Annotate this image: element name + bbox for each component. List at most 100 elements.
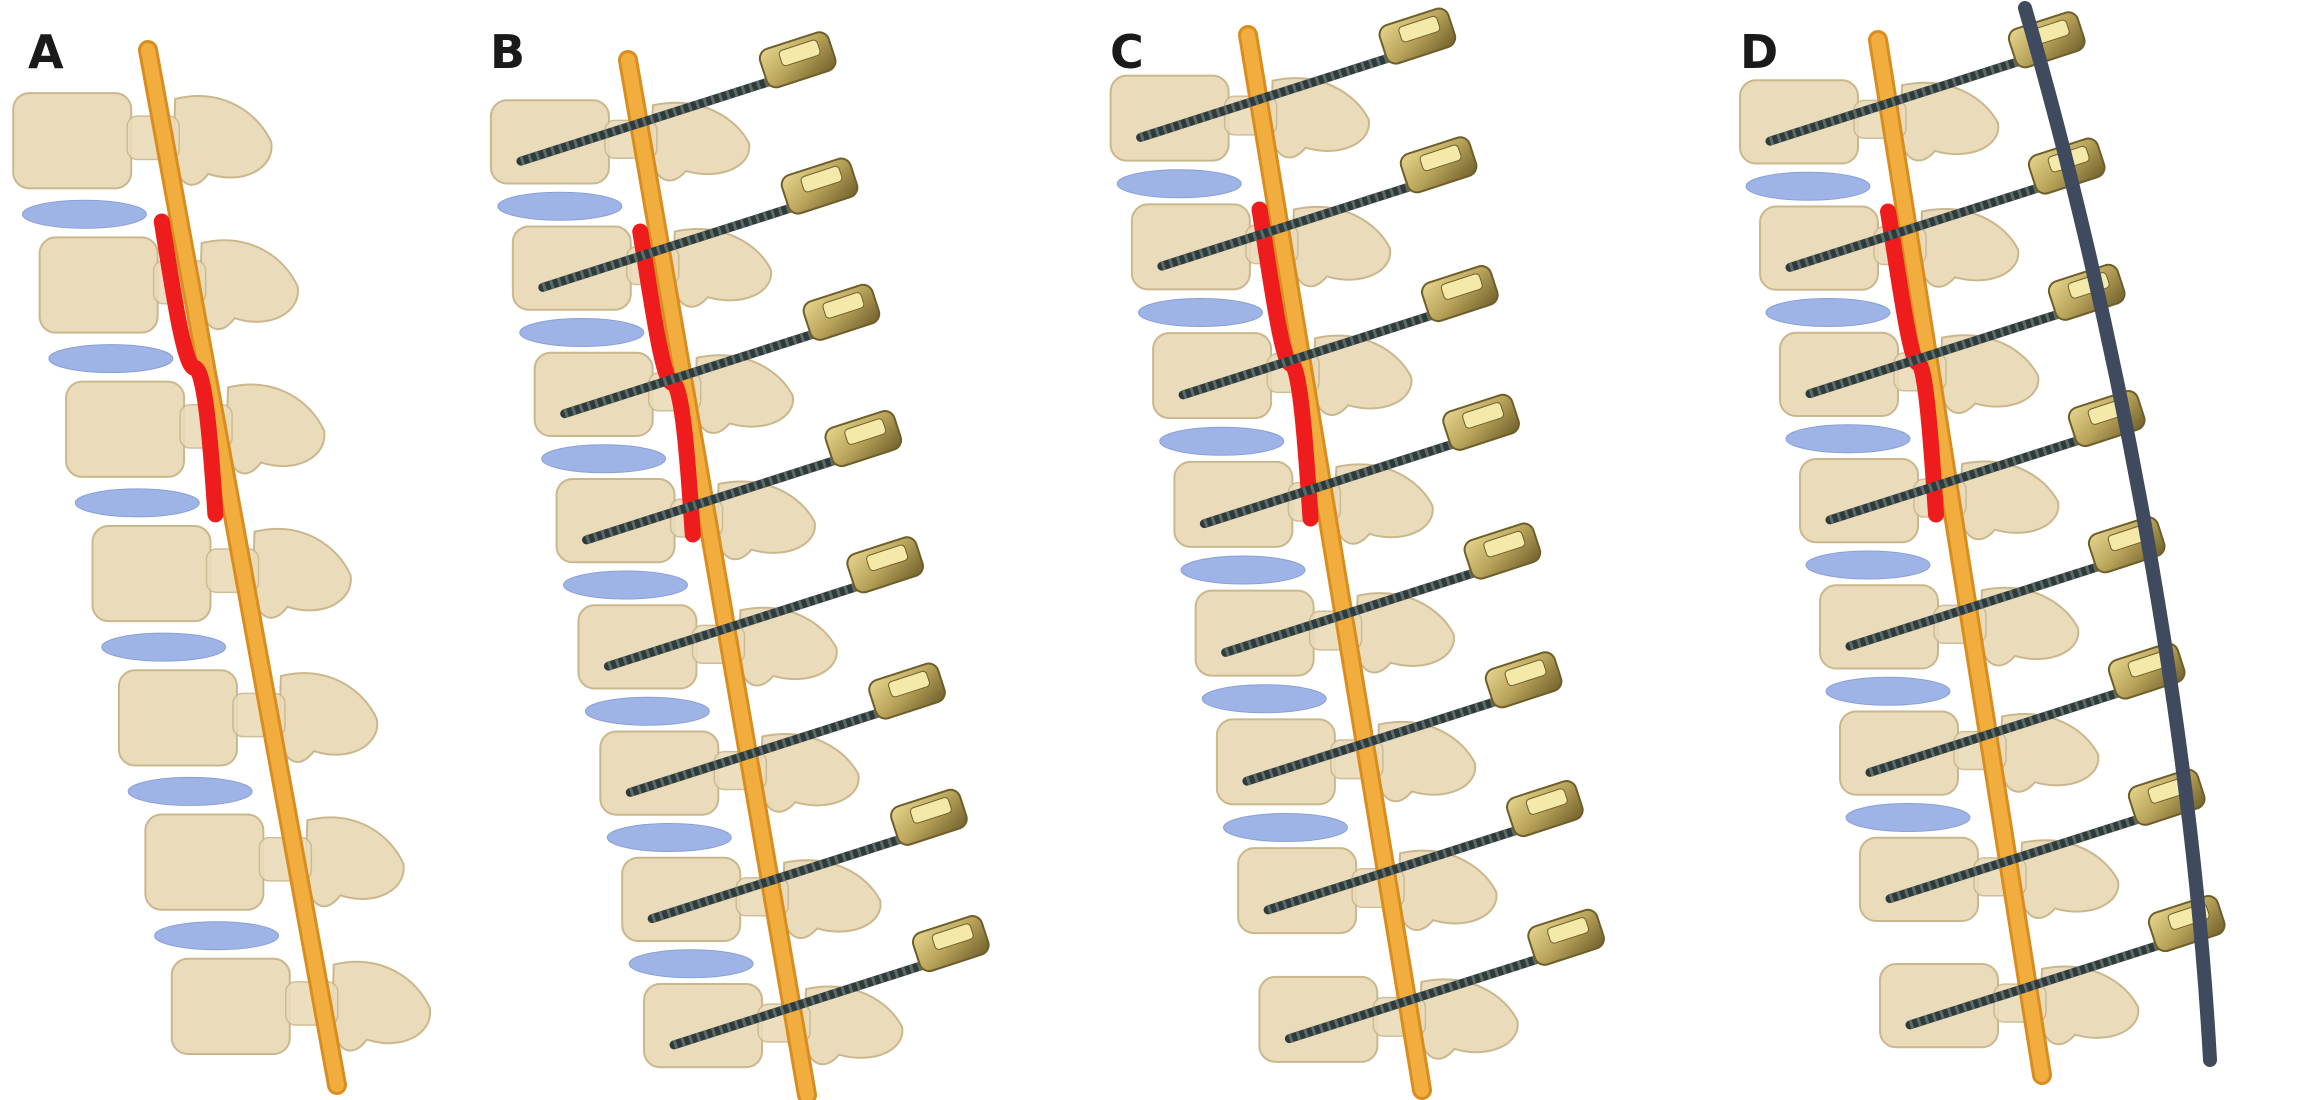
vertebra: [1258, 975, 1519, 1063]
screw-head-slot: [800, 165, 843, 193]
posterior-element: [759, 733, 860, 813]
screw-head-slot: [1483, 530, 1526, 558]
pedicle-screw: [669, 915, 990, 1050]
posterior-element: [198, 239, 299, 331]
screw-head-slot: [931, 923, 974, 950]
posterior-element: [781, 859, 882, 939]
posterior-element: [1938, 334, 2040, 414]
pedicle-screw: [1157, 136, 1478, 271]
screw-thread: [1828, 435, 2082, 525]
screw-head-slot: [1547, 917, 1590, 944]
posterior-element: [715, 480, 816, 561]
intervertebral-disc: [1825, 676, 1951, 706]
spinal-cord: [141, 43, 344, 1092]
pedicle-screw: [1199, 393, 1520, 529]
intervertebral-disc: [154, 921, 280, 951]
vertebra: [1237, 847, 1498, 935]
posterior-element: [1290, 206, 1392, 288]
intervertebral-disc: [1223, 813, 1348, 842]
posterior-element: [1958, 460, 2060, 541]
screw-thread: [541, 203, 795, 292]
screw-thread: [585, 455, 838, 545]
intervertebral-disc: [628, 949, 754, 979]
pedicle-screw: [603, 536, 924, 671]
screw-head-slot: [778, 39, 821, 67]
vertebral-body: [91, 524, 212, 623]
screw-head-slot: [1504, 659, 1547, 687]
screw-thread: [672, 960, 926, 1050]
intervertebral-disc: [1201, 684, 1327, 714]
screw-thread: [1888, 814, 2142, 903]
posterior-element: [1898, 81, 2000, 162]
spinal-cord: [621, 53, 814, 1100]
vertebra: [170, 957, 431, 1056]
screw-thread: [628, 708, 882, 797]
screw-thread: [1245, 696, 1499, 786]
vertebra: [1194, 589, 1455, 677]
screw-thread: [1868, 688, 2122, 777]
posterior-element: [1397, 849, 1498, 931]
spinal-cord: [1241, 28, 1429, 1097]
intervertebral-disc: [1180, 555, 1306, 585]
vertebra: [1109, 74, 1370, 162]
vertebral-body: [65, 380, 186, 478]
vertebra: [91, 524, 352, 623]
vertebra: [1879, 962, 2140, 1049]
posterior-element: [172, 95, 273, 186]
screw-thread: [607, 581, 860, 671]
pedicle-screw: [1221, 522, 1542, 657]
vertebra: [65, 380, 326, 478]
screw-head-slot: [822, 292, 865, 319]
intervertebral-disc: [127, 776, 253, 806]
screw-head-slot: [1462, 402, 1505, 429]
vertebra: [1839, 710, 2100, 796]
screw-head-slot: [888, 670, 930, 698]
vertebra: [1859, 836, 2120, 923]
vertebral-body: [144, 813, 265, 911]
intervertebral-disc: [541, 444, 667, 474]
posterior-element: [1418, 978, 1519, 1060]
screw-thread: [1224, 568, 1477, 657]
vertebral-body: [170, 957, 291, 1056]
screw-thread: [1181, 310, 1435, 400]
posterior-element: [1269, 77, 1370, 159]
panel-label: A: [28, 25, 64, 79]
posterior-element: [803, 985, 904, 1066]
spinal-cord: [1871, 33, 2049, 1082]
posterior-element: [1354, 592, 1455, 674]
posterior-element: [671, 228, 772, 308]
screw-thread: [1788, 183, 2042, 272]
posterior-element: [737, 606, 838, 687]
screw-thread: [1848, 561, 2102, 651]
pedicle-screw: [625, 662, 946, 797]
posterior-element: [2038, 965, 2140, 1046]
vertebral-body: [12, 92, 133, 190]
vertebral-body: [117, 669, 238, 767]
intervertebral-disc: [1765, 298, 1891, 327]
screw-thread: [1808, 309, 2062, 398]
posterior-element: [1333, 463, 1434, 545]
vertebra: [621, 856, 882, 943]
vertebra: [1739, 79, 2000, 165]
vertebra: [577, 604, 838, 690]
lesion: [153, 213, 224, 523]
screw-thread: [1160, 181, 1414, 271]
pedicle-screw: [1242, 651, 1563, 786]
posterior-element: [277, 672, 379, 763]
panel-c: C: [1109, 7, 1605, 1100]
pedicle-screw: [516, 31, 837, 166]
posterior-element: [1998, 713, 2100, 793]
pedicle-screw: [1284, 908, 1605, 1044]
screw-thread: [1266, 825, 1520, 915]
posterior-element: [251, 527, 352, 619]
screw-head-slot: [844, 418, 887, 445]
vertebra: [144, 813, 405, 911]
posterior-element: [693, 354, 794, 434]
screw-thread: [1203, 439, 1456, 528]
vertebra: [643, 982, 904, 1069]
intervertebral-disc: [563, 570, 688, 600]
posterior-element: [304, 816, 405, 908]
intervertebral-disc: [1116, 169, 1242, 199]
intervertebral-disc: [74, 488, 200, 518]
